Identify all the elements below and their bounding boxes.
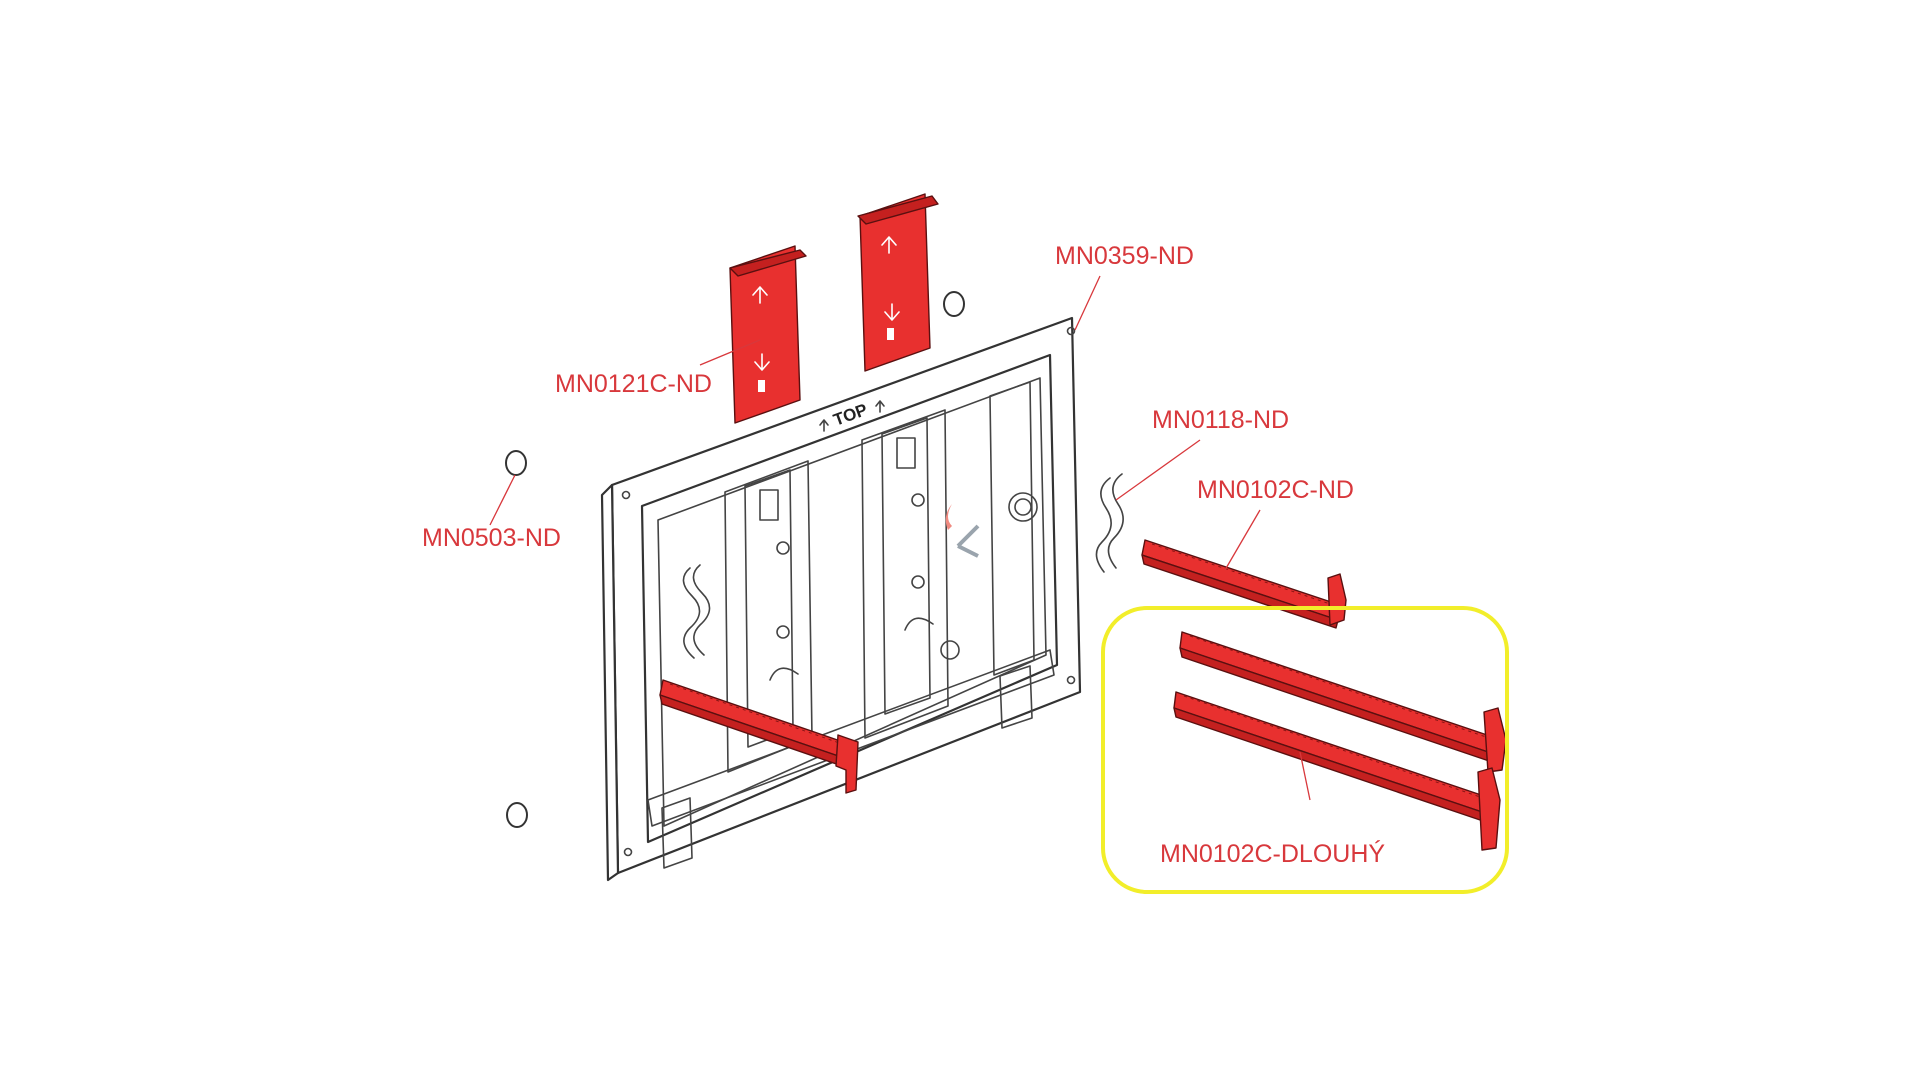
leader-rod-short [1224,509,1261,571]
label-bracket: MN0121C-ND [555,370,712,398]
leader-washer [489,474,516,526]
highlight-box [1101,606,1509,894]
leader-rod-long [1299,751,1311,801]
leader-bracket [699,339,761,366]
leader-spring-clip [1115,439,1201,501]
label-rod-long: MN0102C-DLOUHÝ [1160,839,1385,868]
leader-frame [1074,275,1101,331]
washer-top-right [943,291,965,317]
mounting-frame: TOP [600,316,1082,882]
washer-bottom-left [506,802,528,828]
rod-in-frame [659,679,859,794]
rod-long-upper [1179,631,1507,773]
bracket-left [729,245,807,424]
bracket-right [857,193,939,372]
washer-top-left [505,450,527,476]
rod-short [1141,539,1347,629]
rod-long-lower [1173,691,1501,851]
label-rod-short: MN0102C-ND [1197,476,1354,504]
spring-clip [1095,473,1124,573]
label-frame: MN0359-ND [1055,242,1194,270]
label-spring-clip: MN0118-ND [1152,406,1289,434]
label-washer: MN0503-ND [422,524,561,552]
